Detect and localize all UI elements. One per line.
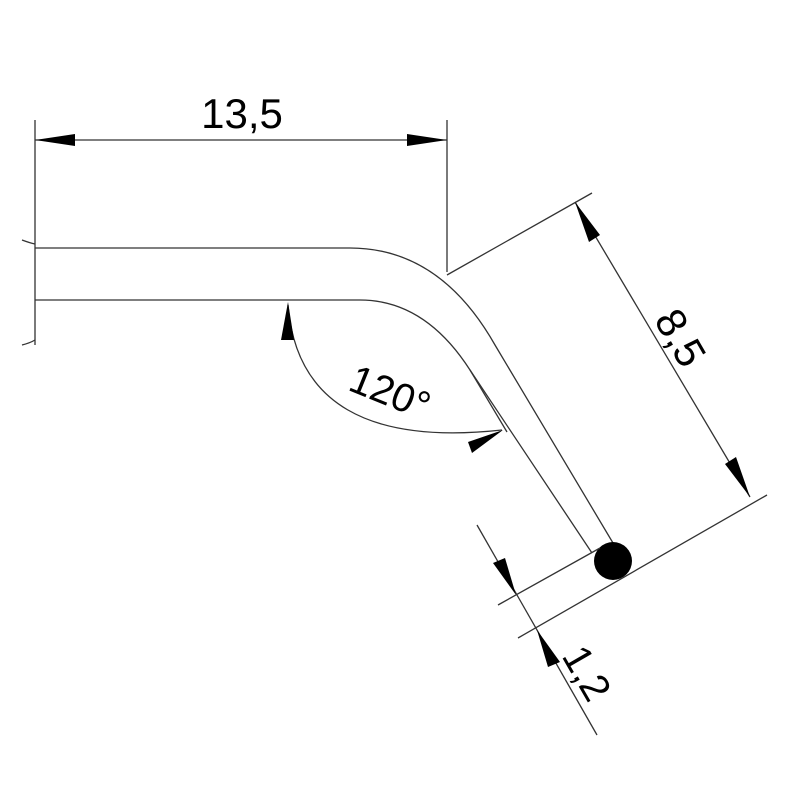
dimension-label-13-5: 13,5 bbox=[201, 90, 283, 137]
dimension-label-angle: 120° bbox=[343, 357, 436, 429]
arrow-left bbox=[35, 134, 75, 146]
ball-end bbox=[594, 542, 632, 580]
wire-outer-edge bbox=[35, 247, 614, 544]
wire-inner-edge bbox=[35, 299, 593, 554]
arrow-right bbox=[407, 134, 447, 146]
angle-extension bbox=[469, 369, 508, 433]
arrow-angle-top bbox=[281, 302, 294, 340]
arrow-1-2-up bbox=[537, 630, 560, 667]
dimension-line-8-5 bbox=[574, 201, 751, 498]
arrow-8-5-bottom bbox=[725, 457, 750, 497]
extension-line-8-5-bottom bbox=[517, 494, 768, 639]
dimension-label-1-2: 1,2 bbox=[553, 638, 619, 708]
arrow-1-2-down bbox=[493, 558, 516, 595]
extension-line-1-2-top bbox=[497, 547, 601, 606]
extension-line-8-5-top bbox=[446, 192, 593, 276]
arrow-8-5-top bbox=[575, 202, 600, 242]
angle-arc-120 bbox=[287, 304, 503, 434]
arrow-angle-right bbox=[468, 430, 503, 453]
break-mark bbox=[21, 239, 36, 346]
dimension-label-8-5: 8,5 bbox=[646, 301, 716, 375]
